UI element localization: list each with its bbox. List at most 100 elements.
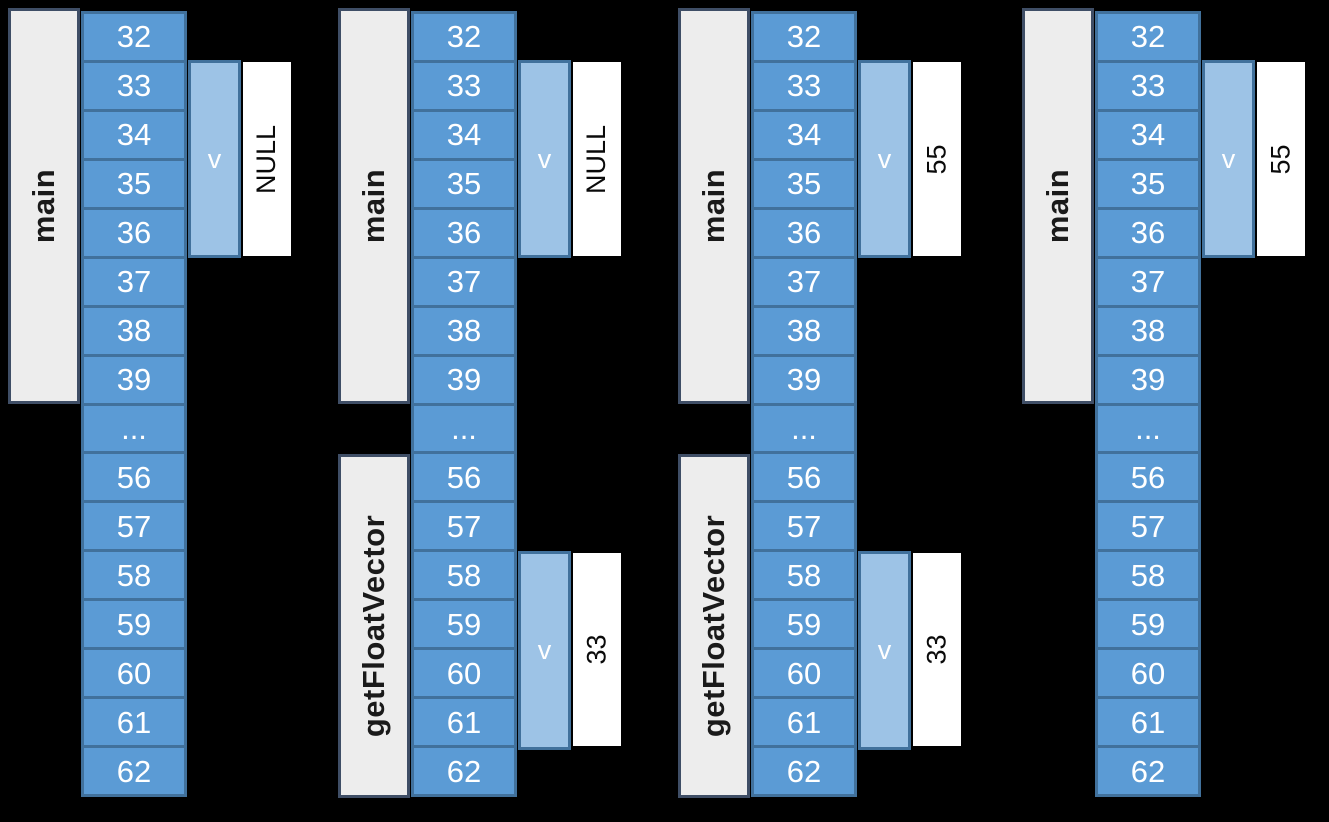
- memory-cell: 57: [411, 500, 517, 550]
- pointer-label: v: [877, 635, 892, 665]
- frame-main-label: main: [1040, 168, 1076, 244]
- pointer-label: v: [207, 143, 222, 174]
- memory-cell: 62: [81, 745, 187, 797]
- frame-getfloatvector: getFloatVector: [678, 454, 750, 798]
- memory-cell: ...: [411, 402, 517, 452]
- value-box-main: 55: [913, 62, 961, 256]
- frame-main-label: main: [356, 168, 392, 244]
- memory-cell: 39: [411, 353, 517, 403]
- memory-cell: 39: [81, 353, 187, 403]
- memory-cell: 36: [751, 206, 857, 256]
- memory-cell: 58: [1095, 549, 1201, 599]
- memory-cell: 57: [1095, 500, 1201, 550]
- memory-cell: 56: [411, 451, 517, 501]
- pointer-box-main: v: [1202, 60, 1255, 258]
- frame-main-label: main: [26, 168, 62, 244]
- memory-cell: 58: [411, 549, 517, 599]
- memory-cell: 57: [751, 500, 857, 550]
- memory-cell: 32: [81, 11, 187, 60]
- frame-main: main: [8, 8, 80, 404]
- memory-cell: 33: [751, 59, 857, 109]
- memory-cell: 32: [411, 11, 517, 60]
- value-text: 55: [921, 143, 952, 175]
- pointer-label: v: [537, 143, 552, 174]
- frame-main: main: [338, 8, 410, 404]
- value-box-getfloatvector: 33: [913, 553, 961, 746]
- memory-cell: 59: [411, 598, 517, 648]
- memory-cell: 39: [751, 353, 857, 403]
- memory-cell: 38: [411, 304, 517, 354]
- memory-cell: 57: [81, 500, 187, 550]
- memory-cell: 60: [1095, 647, 1201, 697]
- memory-cell: 33: [1095, 59, 1201, 109]
- pointer-box-main: v: [188, 60, 241, 258]
- memory-cell: 34: [81, 108, 187, 158]
- memory-cell: 39: [1095, 353, 1201, 403]
- memory-cell: 62: [751, 745, 857, 797]
- memory-cell: 61: [1095, 696, 1201, 746]
- memory-cell: ...: [751, 402, 857, 452]
- memory-cell: 61: [81, 696, 187, 746]
- memory-cell: 62: [1095, 745, 1201, 797]
- frame-main: main: [678, 8, 750, 404]
- frame-getfloatvector-label: getFloatVector: [696, 514, 732, 738]
- memory-cell: 56: [1095, 451, 1201, 501]
- memory-cell: 59: [1095, 598, 1201, 648]
- memory-cell: 36: [1095, 206, 1201, 256]
- memory-cell: 37: [751, 255, 857, 305]
- value-box-main: 55: [1257, 62, 1305, 256]
- memory-cell: ...: [81, 402, 187, 452]
- memory-cell: 62: [411, 745, 517, 797]
- memory-cell: 60: [81, 647, 187, 697]
- pointer-label: v: [537, 635, 552, 665]
- memory-cell: 32: [751, 11, 857, 60]
- value-box-main: NULL: [573, 62, 621, 256]
- value-box-getfloatvector: 33: [573, 553, 621, 746]
- memory-cell: 35: [1095, 157, 1201, 207]
- memory-cell: 38: [1095, 304, 1201, 354]
- memory-cell: 33: [81, 59, 187, 109]
- memory-cell: 56: [751, 451, 857, 501]
- memory-cell: 35: [81, 157, 187, 207]
- value-text: 55: [1265, 143, 1296, 175]
- value-text: NULL: [251, 124, 282, 194]
- frame-getfloatvector-label: getFloatVector: [356, 514, 392, 738]
- memory-cell: 37: [81, 255, 187, 305]
- pointer-box-getfloatvector: v: [518, 551, 571, 750]
- memory-cell: ...: [1095, 402, 1201, 452]
- memory-cell: 59: [81, 598, 187, 648]
- memory-cell: 37: [411, 255, 517, 305]
- memory-cell: 59: [751, 598, 857, 648]
- memory-cell: 34: [1095, 108, 1201, 158]
- memory-cell: 61: [411, 696, 517, 746]
- memory-cell: 56: [81, 451, 187, 501]
- pointer-label: v: [1221, 143, 1236, 174]
- memory-cell: 36: [81, 206, 187, 256]
- memory-cell: 34: [751, 108, 857, 158]
- memory-cell: 36: [411, 206, 517, 256]
- memory-cell: 34: [411, 108, 517, 158]
- frame-main-label: main: [696, 168, 732, 244]
- memory-cell: 33: [411, 59, 517, 109]
- memory-cell: 35: [411, 157, 517, 207]
- memory-cell: 38: [81, 304, 187, 354]
- memory-cell: 60: [751, 647, 857, 697]
- pointer-box-main: v: [858, 60, 911, 258]
- memory-cell: 38: [751, 304, 857, 354]
- value-text: NULL: [581, 124, 612, 194]
- pointer-label: v: [877, 143, 892, 174]
- value-text: 33: [921, 634, 952, 665]
- memory-cell: 58: [81, 549, 187, 599]
- frame-main: main: [1022, 8, 1094, 404]
- value-box-main: NULL: [243, 62, 291, 256]
- memory-cell: 32: [1095, 11, 1201, 60]
- memory-cell: 58: [751, 549, 857, 599]
